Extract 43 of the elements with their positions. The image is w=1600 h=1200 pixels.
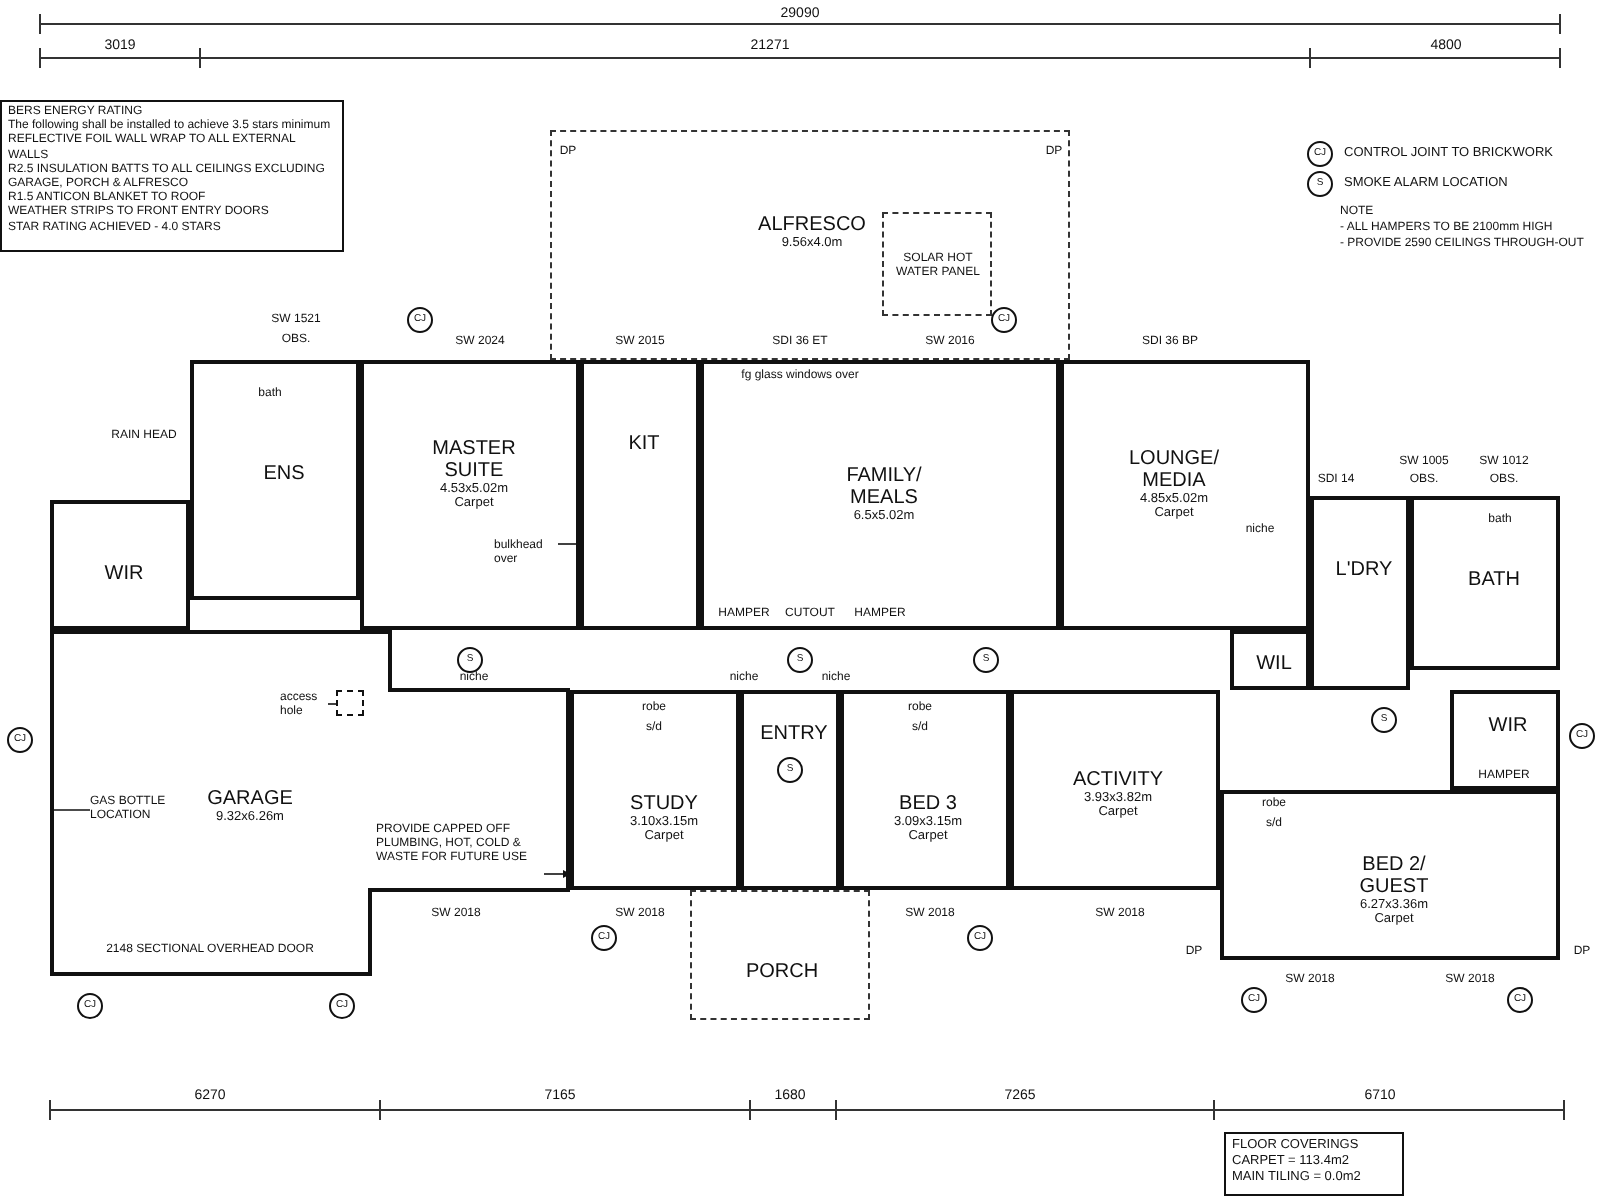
room-name: BATH (1468, 569, 1520, 591)
room-name: WIR (104, 563, 144, 585)
room-name: LOUNGE/ MEDIA (1126, 447, 1221, 492)
room (570, 690, 740, 890)
room-name: BED 3 (899, 792, 957, 815)
room-name: STUDY (630, 792, 698, 815)
room-name: L'DRY (1335, 559, 1393, 581)
room-name: KIT (628, 433, 660, 455)
room (700, 360, 1060, 630)
room-name: PORCH (745, 961, 819, 983)
leader-line (543, 870, 571, 878)
room (50, 500, 190, 630)
room (1010, 690, 1220, 890)
room-name: ACTIVITY (1072, 768, 1163, 791)
room (1060, 360, 1310, 630)
room (1310, 496, 1410, 690)
room-name: WIL (1256, 653, 1292, 675)
room (740, 690, 840, 890)
room-name: FAMILY/ MEALS (844, 464, 924, 509)
leader-line (557, 543, 581, 545)
room (580, 360, 700, 630)
room (1220, 790, 1560, 960)
leader-line (327, 703, 337, 705)
room (360, 360, 580, 630)
room (1450, 690, 1560, 790)
room (690, 890, 870, 1020)
access-hole-outline (336, 690, 364, 716)
note-box (0, 100, 344, 252)
room (190, 360, 360, 600)
panel-outline (882, 212, 992, 316)
room (840, 690, 1010, 890)
room-name: ENS (263, 463, 305, 485)
room-name: GARAGE (207, 787, 293, 810)
room-name: ENTRY (760, 723, 828, 745)
room (1410, 496, 1560, 670)
leader-line (51, 809, 91, 811)
room-name: ALFRESCO (758, 213, 866, 236)
room-name: BED 2/ GUEST (1357, 853, 1431, 898)
room (1230, 630, 1310, 690)
room-name: MASTER SUITE (430, 437, 518, 482)
note-box (1224, 1132, 1404, 1196)
room (50, 630, 570, 976)
room-name: WIR (1488, 715, 1528, 737)
